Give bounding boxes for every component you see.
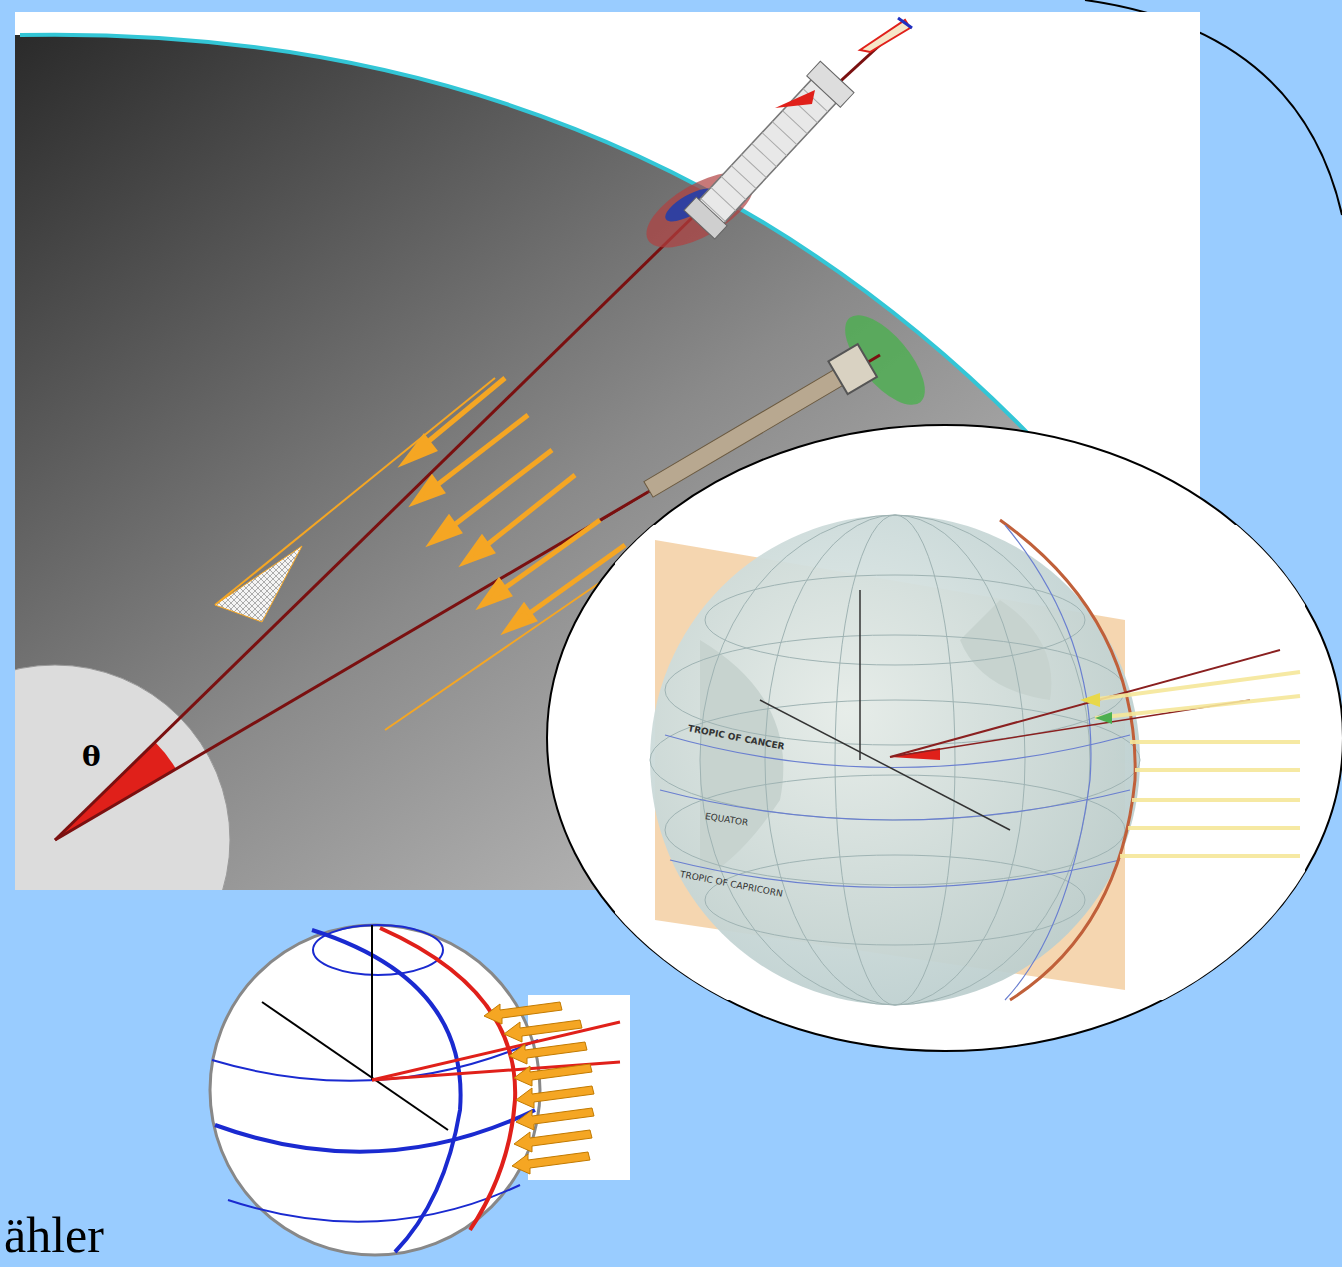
caption-fragment: ähler [4,1208,104,1263]
latitude-label: TROPIC OF CANCER [687,724,785,752]
inset-frame [547,425,1342,1051]
globe-illustration [615,515,1305,1005]
latitude-label: EQUATOR [704,812,749,829]
small-globe [210,925,630,1255]
angle-symbol: θ [82,742,101,773]
latitude-label: TROPIC OF CAPRICORN [679,870,783,900]
